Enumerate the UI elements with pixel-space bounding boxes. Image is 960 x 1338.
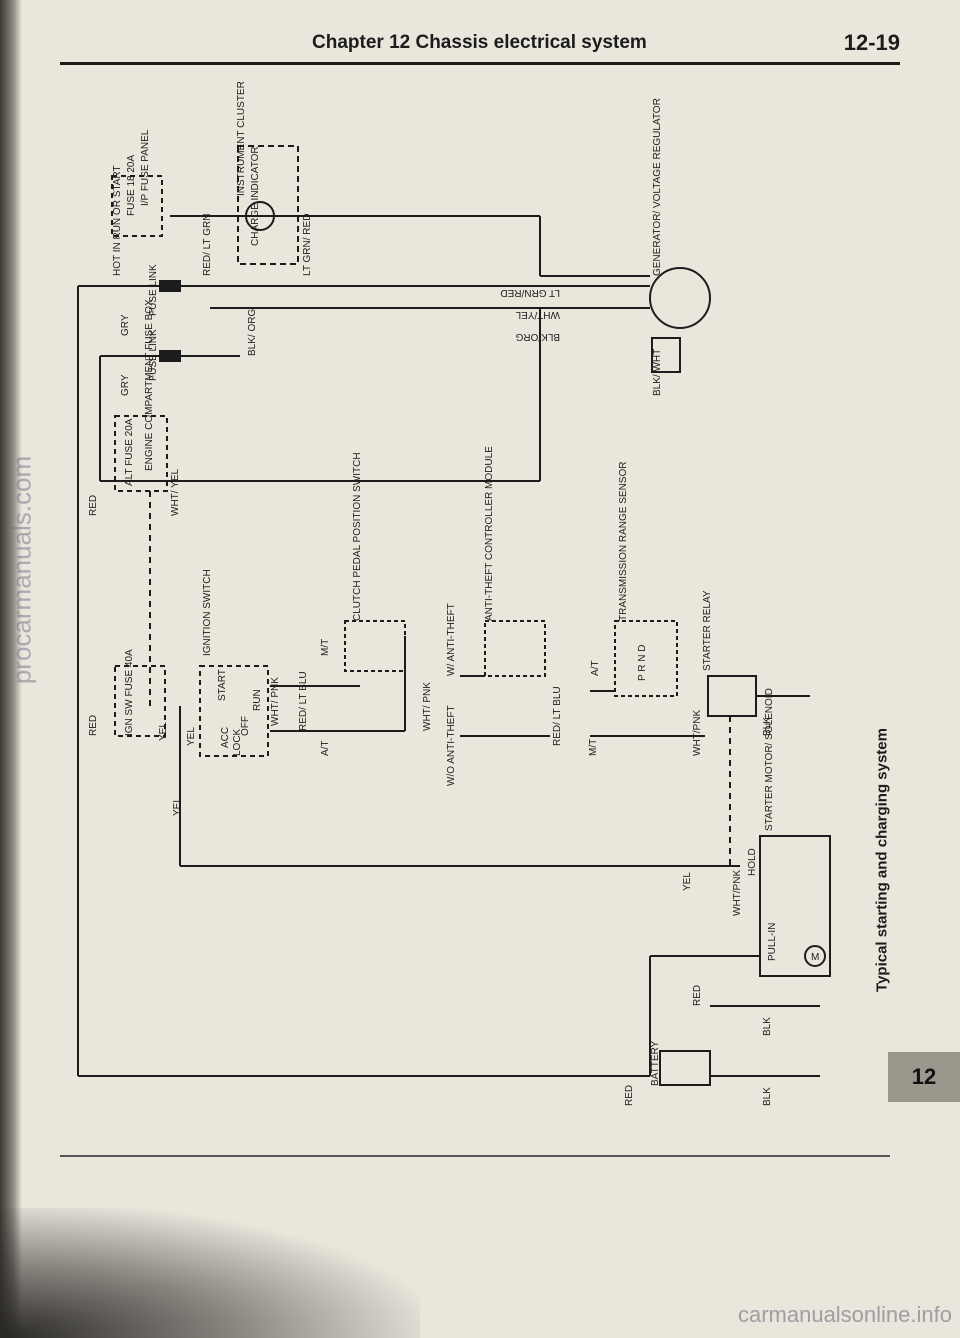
label-w-anti-theft: W/ ANTI-THEFT: [446, 603, 457, 676]
watermark-bottom: carmanualsonline.info: [737, 1302, 952, 1327]
label-clutch-switch: CLUTCH PEDAL POSITION SWITCH: [352, 452, 363, 621]
label-wo-anti-theft: W/O ANTI-THEFT: [446, 705, 457, 786]
page-number: 12-19: [843, 30, 900, 55]
label-ltgrn-red: LT GRN/ RED: [302, 214, 313, 276]
side-caption: Typical starting and charging system: [862, 728, 902, 992]
label-pull-in: PULL-IN: [767, 923, 778, 961]
label-instrument-cluster: INSTRUMENT CLUSTER: [236, 81, 247, 196]
ignition-switch-box: [199, 665, 269, 757]
label-yel-3: YEL: [172, 797, 183, 816]
label-red-ltblu-1: RED/ LT BLU: [298, 671, 309, 731]
label-yel-1: YEL: [158, 722, 169, 741]
label-wht-pnk-1: WHT/ PNK: [270, 677, 281, 726]
watermark-left-text: procarmanuals.com: [6, 455, 37, 685]
page-edge-shadow: [0, 0, 22, 1338]
label-at-2: A/T: [590, 660, 601, 676]
label-fuse-link-1: FUSE LINK: [148, 264, 159, 316]
label-ignition-switch: IGNITION SWITCH: [202, 569, 213, 656]
label-yel-2: YEL: [186, 727, 197, 746]
label-hold: HOLD: [747, 848, 758, 876]
label-starter-relay: STARTER RELAY: [702, 590, 713, 671]
label-red-bat: RED: [692, 985, 703, 1006]
label-gry-1: GRY: [120, 314, 131, 336]
label-hot-in-run: HOT IN RUN OR START: [112, 165, 123, 276]
label-blk-org: BLK/ ORG: [247, 309, 258, 356]
label-anti-theft-module: ANTI-THEFT CONTROLLER MODULE: [484, 446, 495, 621]
ip-fuse-box: [111, 175, 163, 237]
side-caption-text: Typical starting and charging system: [873, 728, 891, 992]
label-ign-sw-fuse: IGN SW FUSE 40A: [124, 649, 135, 736]
starter-relay-box: [707, 675, 757, 717]
label-prnd: P R N D: [637, 645, 648, 682]
battery-symbol: [659, 1050, 711, 1086]
label-lt-grn-red: LT GRN/RED: [500, 287, 560, 298]
label-blk-1: BLK: [762, 717, 773, 736]
label-red-bat-2: RED: [624, 1085, 635, 1106]
label-charge-indicator: CHARGE INDICATOR: [250, 146, 261, 246]
label-wht-pnk-4: WHT/PNK: [732, 870, 743, 916]
clutch-switch-box: [344, 620, 406, 672]
chapter-tab: 12: [888, 1052, 960, 1102]
anti-theft-box: [484, 620, 546, 677]
label-at-1: A/T: [320, 740, 331, 756]
label-wht-pnk-3: WHT/PNK: [692, 710, 703, 756]
label-blk-org-2: BLK/ORG: [515, 331, 560, 342]
label-off: OFF: [240, 716, 251, 736]
fuse-link-1: [159, 280, 181, 292]
label-fuse-link-2: FUSE LINK: [148, 329, 159, 381]
label-mt-1: M/T: [320, 639, 331, 656]
label-starter-motor: STARTER MOTOR/ SOLENOID: [764, 688, 775, 831]
engine-fuse-box: [114, 415, 168, 492]
charge-indicator-lamp: [245, 201, 275, 231]
starter-solenoid-box: [759, 835, 831, 977]
label-run: RUN: [252, 689, 263, 711]
label-gry-2: GRY: [120, 374, 131, 396]
instrument-cluster-box: [237, 145, 299, 265]
fuse-link-2: [159, 350, 181, 362]
footer-rule: [60, 1155, 890, 1157]
label-wht-yel-1: WHT/ YEL: [170, 469, 181, 516]
chapter-tab-number: 12: [911, 1064, 937, 1089]
label-engine-compartment: ENGINE COMPARTMENT FUSE BOX: [144, 299, 155, 471]
bottom-shadow: [0, 1208, 420, 1338]
label-alt-fuse: ALT FUSE 20A: [124, 418, 135, 486]
trs-box: [614, 620, 678, 697]
label-red-top: RED: [88, 495, 99, 516]
wiring-diagram: HOT IN RUN OR START I/P FUSE PANEL FUSE …: [77, 81, 831, 1106]
starter-motor-symbol: [804, 945, 826, 967]
label-blk-3: BLK: [762, 1087, 773, 1106]
generator-regulator: [651, 337, 681, 373]
label-red-ltblu-2: RED/ LT BLU: [552, 686, 563, 746]
label-red-ltgrn: RED/ LT GRN: [202, 214, 213, 276]
label-generator: GENERATOR/ VOLTAGE REGULATOR: [652, 98, 663, 276]
label-start: START: [217, 669, 228, 701]
label-motor-m: M: [811, 952, 819, 963]
label-wht-pnk-2: WHT/ PNK: [422, 682, 433, 731]
chapter-title: Chapter 12 Chassis electrical system: [312, 32, 647, 53]
header-rule: [60, 62, 900, 65]
label-fuse-18: FUSE 18 20A: [126, 155, 137, 216]
generator-symbol: [649, 267, 711, 329]
label-mt-2: M/T: [588, 739, 599, 756]
watermark-left: procarmanuals.com: [0, 360, 44, 780]
label-blk-wht: BLK/ WHT: [652, 349, 663, 396]
label-yel-4: YEL: [682, 872, 693, 891]
label-lock: LOCK: [232, 728, 243, 756]
label-battery: BATTERY: [650, 1040, 661, 1086]
page-header: Chapter 12 Chassis electrical system 12-…: [312, 30, 900, 64]
label-blk-2: BLK: [762, 1017, 773, 1036]
ign-sw-fuse-box: [114, 665, 166, 737]
label-trs: TRANSMISSION RANGE SENSOR: [618, 462, 629, 621]
label-red-mid: RED: [88, 715, 99, 736]
label-wht-yel-2: WHT/YEL: [515, 309, 560, 320]
label-acc: ACC: [220, 727, 231, 748]
label-ip-fuse-box: I/P FUSE PANEL: [140, 129, 151, 206]
